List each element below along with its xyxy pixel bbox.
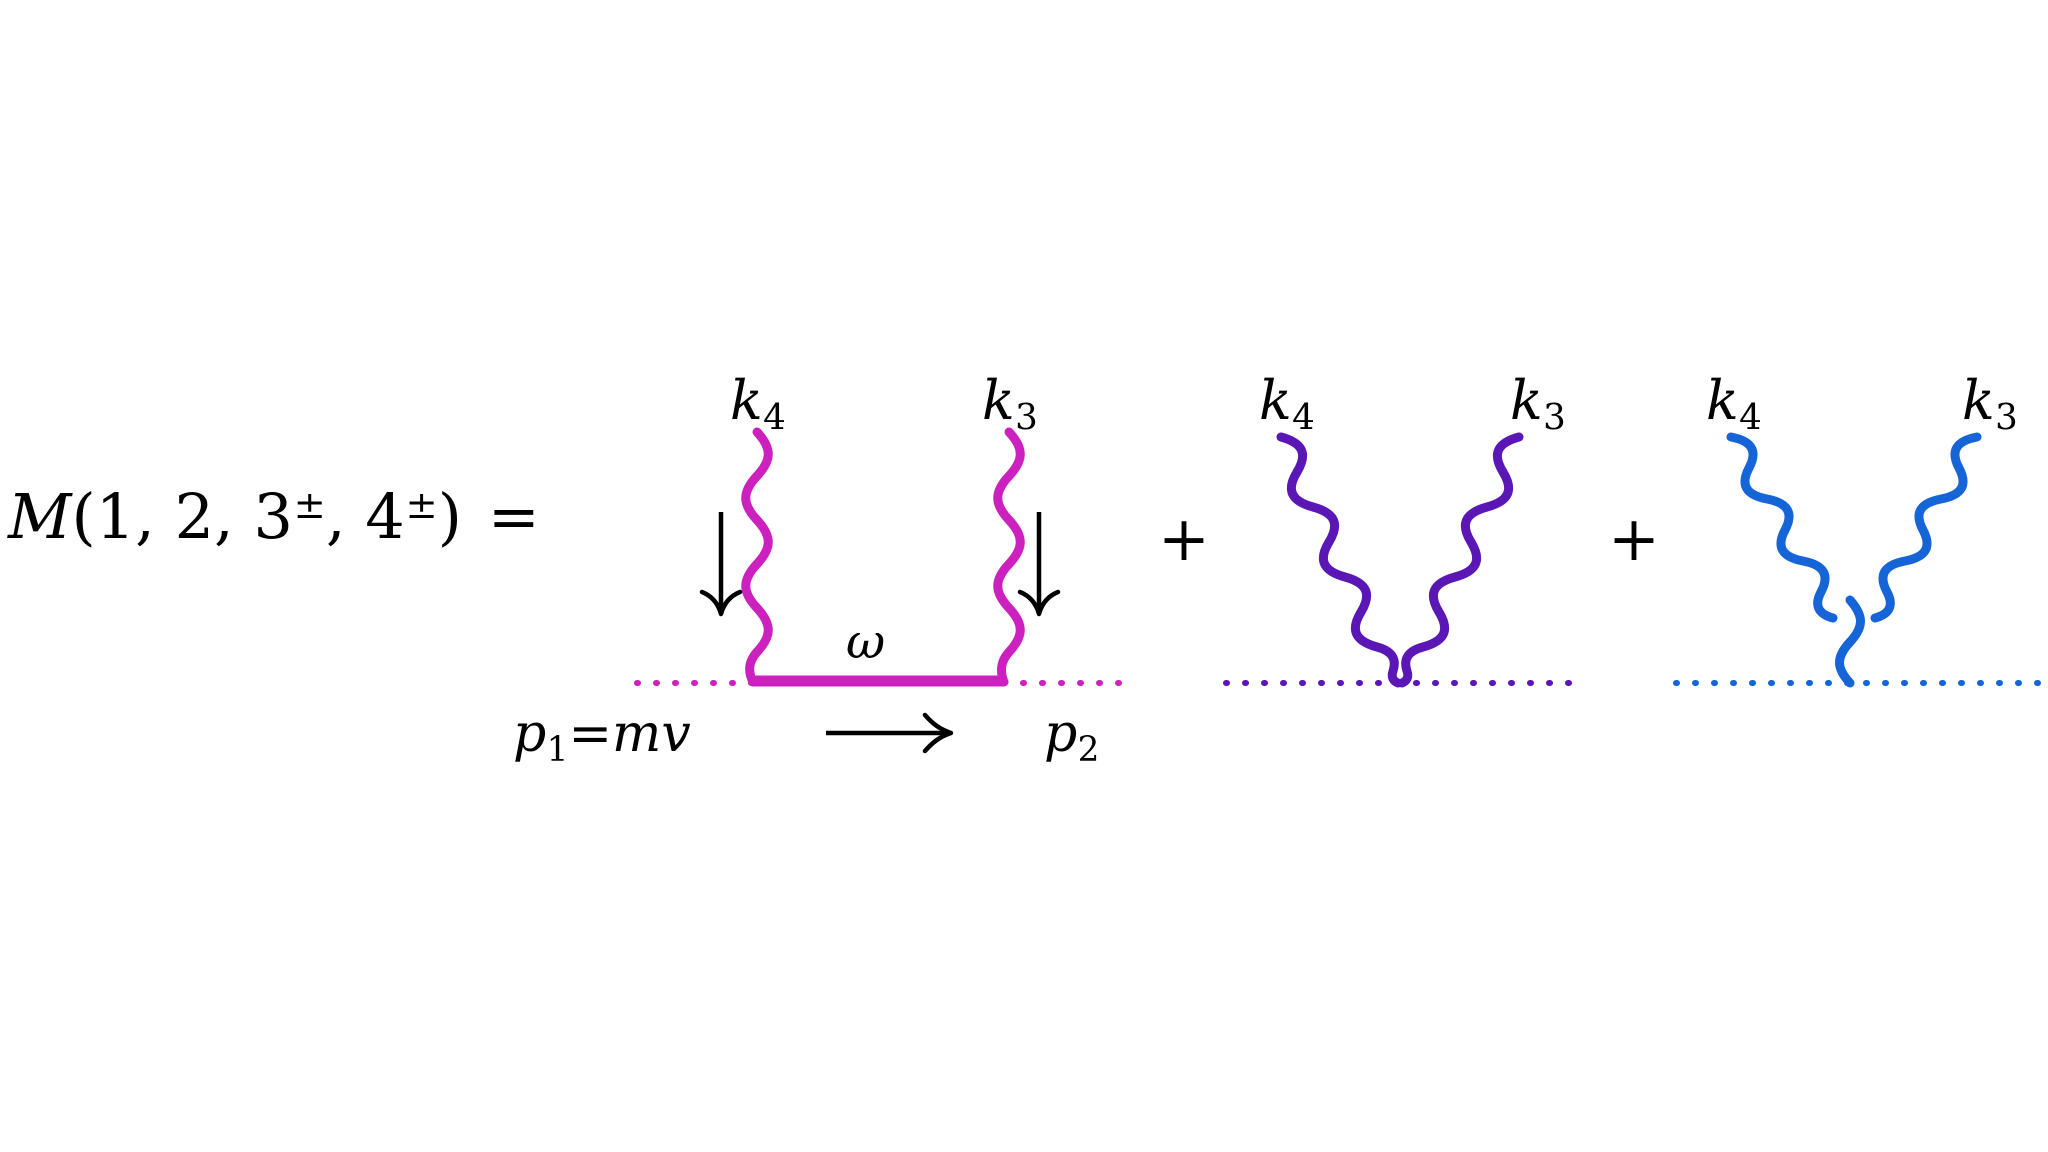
close-paren: ) (437, 480, 462, 553)
diagram-1-incoming-momentum-label: p1=mv (513, 704, 691, 770)
argument-1: 1 (95, 480, 136, 553)
diagram-2-label-k3: k3 (1510, 369, 1566, 438)
diagram-1-momentum-flow-arrow (826, 712, 954, 754)
diagram-1-omega-label: ω (846, 614, 886, 670)
diagram-3-label-k4: k4 (1706, 369, 1762, 438)
argument-4-superscript: ± (405, 483, 438, 529)
plus-operator-1: + (1158, 502, 1210, 575)
diagram-2-photon-k3 (1397, 432, 1524, 688)
diagram-2-group (1223, 432, 1576, 688)
argument-3: 3 (253, 480, 293, 553)
argument-2: 2 (174, 480, 215, 553)
diagram-1-label-k4: k4 (730, 369, 786, 438)
diagram-3-label-k3: k3 (1962, 369, 2018, 438)
diagram-1-photon-k4 (741, 427, 773, 687)
diagram-3-photon-internal (1835, 595, 1865, 688)
diagram-2-label-k4: k4 (1259, 369, 1315, 438)
comma-3: , (325, 480, 366, 553)
comma-2: , (214, 480, 254, 553)
diagram-1-momentum-arrow-k4 (699, 512, 743, 617)
diagram-1-label-k3: k3 (982, 369, 1038, 438)
amplitude-equation-label: M(1, 2, 3±, 4±)= (8, 486, 540, 548)
equals-sign: = (487, 480, 540, 553)
diagram-1-outgoing-momentum-label: p2 (1044, 704, 1100, 770)
argument-4: 4 (365, 480, 405, 553)
diagram-3-photon-k4 (1726, 432, 1838, 623)
diagram-1-momentum-arrow-k3 (1017, 512, 1061, 617)
comma-1: , (135, 480, 175, 553)
diagram-3-photon-k3 (1870, 432, 1982, 623)
plus-operator-2: + (1608, 502, 1660, 575)
diagram-1-photon-k3 (993, 427, 1025, 687)
amplitude-symbol: M (8, 480, 72, 553)
argument-3-superscript: ± (293, 483, 326, 529)
diagram-2-photon-k4 (1276, 432, 1403, 688)
open-paren: ( (71, 480, 96, 553)
diagram-3-group (1673, 432, 2043, 688)
diagram-1-group (634, 427, 1125, 754)
